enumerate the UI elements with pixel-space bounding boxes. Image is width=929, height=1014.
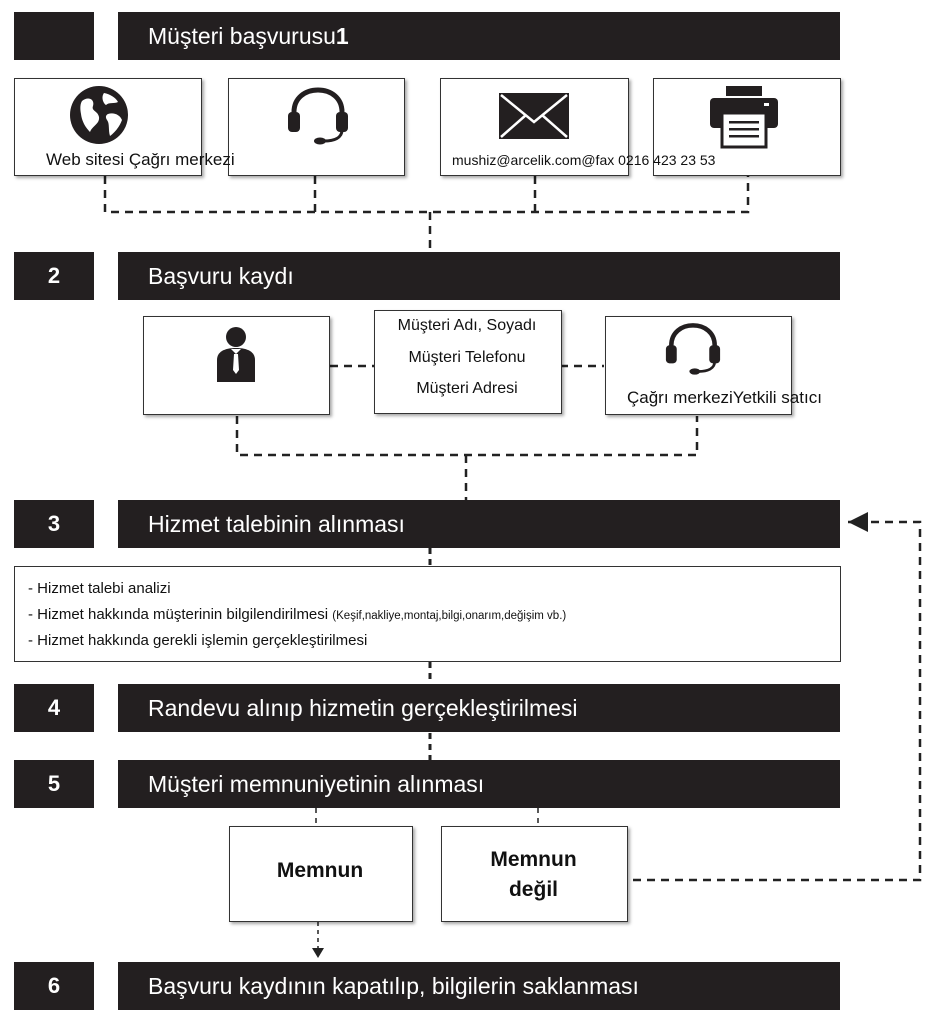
request-item-note: (Keşif,nakliye,montaj,bilgi,onarım,değiş… bbox=[332, 610, 567, 622]
not-satisfied-box bbox=[441, 826, 628, 922]
headset-icon bbox=[665, 323, 721, 375]
field-phone: Müşteri Telefonu bbox=[408, 349, 526, 366]
step-6-number: 6 bbox=[14, 962, 94, 1010]
headset-icon bbox=[288, 87, 348, 145]
step-1-number bbox=[14, 12, 94, 60]
globe-icon bbox=[70, 86, 128, 144]
channel-mail-fax-label: mushiz@arcelik.com@fax 0216 423 23 53 bbox=[452, 152, 716, 168]
envelope-icon bbox=[499, 93, 569, 139]
step-3-bar: Hizmet talebinin alınması bbox=[118, 500, 840, 548]
step-5-bar: Müşteri memnuniyetinin alınması bbox=[118, 760, 840, 808]
request-item: - Hizmet hakkında gerekli işlemin gerçek… bbox=[28, 632, 368, 649]
step-4-title: Randevu alınıp hizmetin gerçekleştirilme… bbox=[148, 694, 578, 721]
registration-sources-label: Çağrı merkeziYetkili satıcı bbox=[627, 388, 822, 407]
satisfied-box bbox=[229, 826, 413, 922]
step-2-number: 2 bbox=[14, 252, 94, 300]
source-box bbox=[605, 316, 792, 415]
step-5-number: 5 bbox=[14, 760, 94, 808]
step-2-bar: Başvuru kaydı bbox=[118, 252, 840, 300]
step-5-title: Müşteri memnuniyetinin alınması bbox=[148, 770, 485, 797]
request-item: - Hizmet talebi analizi bbox=[28, 580, 171, 597]
step-6-title: Başvuru kaydının kapatılıp, bilgilerin s… bbox=[148, 972, 639, 999]
step-2-title: Başvuru kaydı bbox=[148, 262, 294, 289]
step-3-title: Hizmet talebinin alınması bbox=[148, 510, 405, 537]
step-3-number: 3 bbox=[14, 500, 94, 548]
step-4-bar: Randevu alınıp hizmetin gerçekleştirilme… bbox=[118, 684, 840, 732]
request-item: - Hizmet hakkında müşterinin bilgilendir… bbox=[28, 606, 567, 623]
step-4-number: 4 bbox=[14, 684, 94, 732]
customer-fields-box bbox=[374, 310, 562, 414]
satisfied-label: Memnun bbox=[276, 859, 364, 882]
step-6-bar: Başvuru kaydının kapatılıp, bilgilerin s… bbox=[118, 962, 840, 1010]
channel-call-box bbox=[228, 78, 405, 176]
request-box bbox=[14, 566, 841, 662]
field-address: Müşteri Adresi bbox=[416, 380, 518, 397]
channel-web-call-label: Web sitesi Çağrı merkezi bbox=[46, 150, 235, 169]
person-icon bbox=[217, 327, 255, 382]
field-name: Müşteri Adı, Soyadı bbox=[397, 317, 537, 334]
fax-icon bbox=[710, 86, 778, 149]
not-satisfied-label: Memnun değil bbox=[490, 848, 577, 901]
